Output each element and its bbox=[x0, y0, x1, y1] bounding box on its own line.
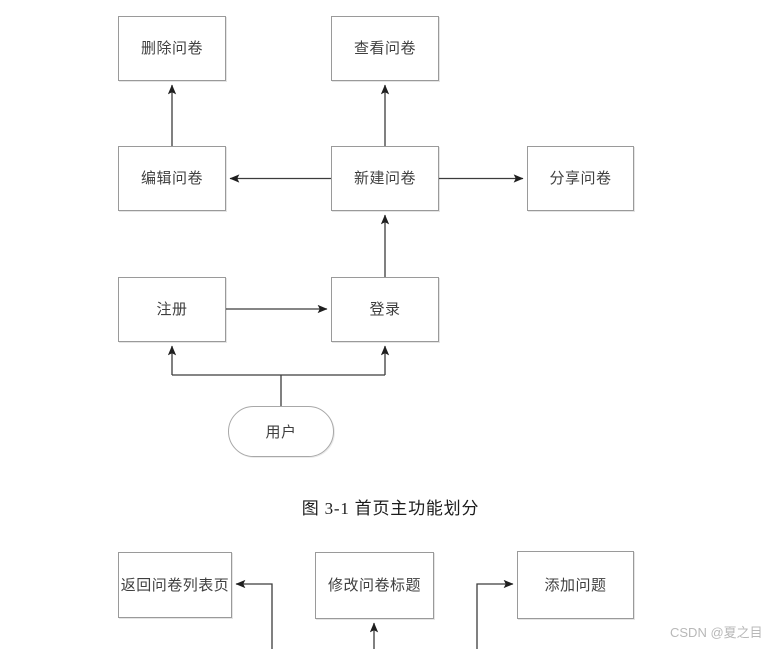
node-label: 注册 bbox=[156, 301, 188, 318]
node-label: 修改问卷标题 bbox=[327, 577, 421, 594]
node-label: 编辑问卷 bbox=[140, 170, 203, 187]
node-login[interactable]: 登录 bbox=[331, 277, 439, 342]
node-label: 分享问卷 bbox=[549, 170, 612, 187]
node-label: 添加问题 bbox=[544, 576, 607, 594]
node-label: 用户 bbox=[265, 424, 297, 441]
figure-caption-text: 图 3-1 首页主功能划分 bbox=[301, 499, 480, 518]
node-label: 返回问卷列表页 bbox=[120, 576, 230, 594]
node-back-to-list[interactable]: 返回问卷列表页 bbox=[118, 552, 232, 618]
node-share-survey[interactable]: 分享问卷 bbox=[527, 146, 634, 211]
node-user[interactable]: 用户 bbox=[228, 406, 334, 457]
edge-into-back-to-list bbox=[235, 579, 273, 649]
node-label: 删除问卷 bbox=[140, 40, 203, 57]
node-label: 新建问卷 bbox=[353, 170, 416, 187]
node-edit-survey[interactable]: 编辑问卷 bbox=[118, 146, 226, 211]
node-new-survey[interactable]: 新建问卷 bbox=[331, 146, 439, 211]
node-edit-title[interactable]: 修改问卷标题 bbox=[315, 552, 434, 619]
node-label: 登录 bbox=[369, 301, 401, 318]
node-label: 查看问卷 bbox=[353, 40, 416, 57]
csdn-watermark: CSDN @夏之目 bbox=[670, 622, 763, 641]
node-register[interactable]: 注册 bbox=[118, 277, 226, 342]
figure-caption: 图 3-1 首页主功能划分 bbox=[0, 494, 781, 519]
node-add-question[interactable]: 添加问题 bbox=[517, 551, 634, 619]
edge-into-add-question bbox=[476, 579, 514, 649]
node-view-survey[interactable]: 查看问卷 bbox=[331, 16, 439, 81]
node-delete-survey[interactable]: 删除问卷 bbox=[118, 16, 226, 81]
watermark-text: CSDN @夏之目 bbox=[670, 625, 763, 640]
